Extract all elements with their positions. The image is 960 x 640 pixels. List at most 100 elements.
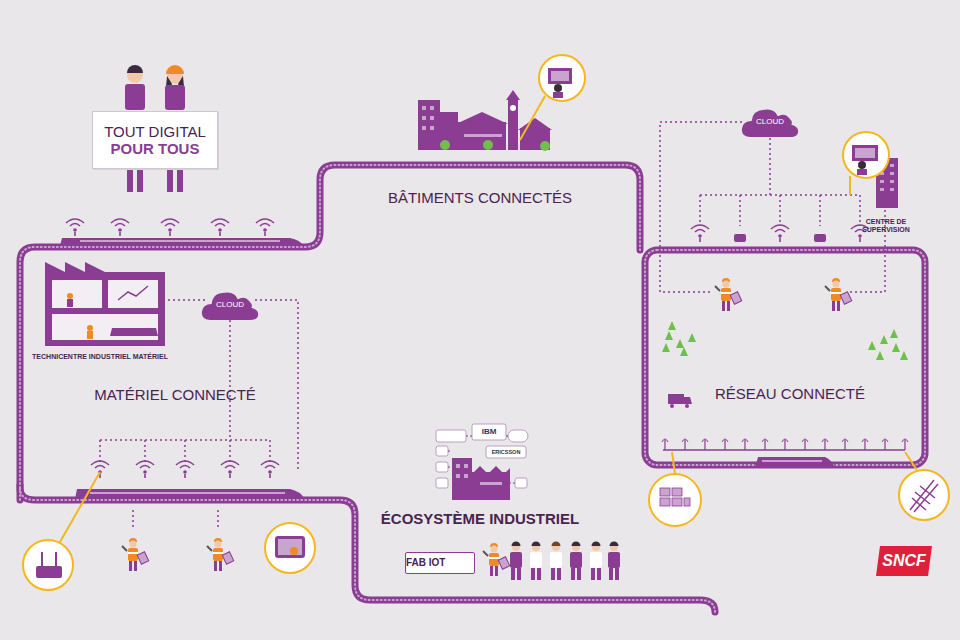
- drawn-shape: [778, 234, 782, 238]
- drawn-shape: [553, 92, 563, 98]
- trees: [662, 321, 908, 360]
- track-poles: [663, 449, 905, 451]
- drawn-shape: [218, 228, 222, 232]
- pole-signal: [722, 439, 728, 442]
- drawn-shape: [831, 292, 841, 294]
- drawn-shape: [222, 552, 233, 564]
- sensor-box: [734, 234, 746, 242]
- company-logo: IBM: [482, 427, 497, 436]
- drawn-shape: [87, 325, 93, 331]
- drawn-shape: [95, 466, 105, 469]
- track-pole: [804, 440, 805, 450]
- drawn-shape: [456, 474, 460, 478]
- person-figure: [570, 542, 582, 581]
- sncf-logo: [876, 546, 932, 576]
- drawn-shape: [491, 546, 498, 553]
- drawn-shape: [464, 474, 468, 478]
- drawn-shape: [727, 301, 730, 311]
- drawn-shape: [571, 568, 575, 580]
- pole-signal: [682, 439, 688, 442]
- drawn-shape: [722, 301, 725, 311]
- drawn-shape: [508, 430, 528, 442]
- drawn-shape: [670, 404, 674, 408]
- person-figure: [590, 542, 602, 581]
- building-label: TECHNICENTRE INDUSTRIEL MATÉRIEL: [32, 353, 168, 361]
- drawn-shape: [20, 165, 640, 500]
- pole-signal: [822, 439, 828, 442]
- track-pole: [764, 440, 765, 450]
- drawn-shape: [140, 466, 150, 469]
- drawn-shape: [486, 446, 526, 458]
- node-text: POUR TOUS: [111, 140, 200, 157]
- drawn-shape: [645, 250, 925, 465]
- drawn-shape: [255, 300, 298, 470]
- drawn-shape: [698, 234, 702, 238]
- drawn-shape: [67, 299, 73, 307]
- drawn-shape: [852, 145, 878, 161]
- track-pole: [744, 440, 745, 450]
- drawn-shape: [517, 568, 521, 580]
- drawn-shape: [436, 430, 466, 442]
- drawn-shape: [127, 65, 143, 73]
- track-pole: [844, 440, 845, 450]
- drawn-shape: [225, 466, 235, 469]
- drawn-shape: [448, 436, 515, 483]
- drawn-shape: [177, 168, 183, 192]
- drawn-shape: [660, 488, 690, 506]
- drawn-shape: [36, 566, 62, 578]
- drawn-shape: [456, 112, 508, 124]
- drawn-shape: [472, 424, 506, 440]
- antenna-symbol: [66, 219, 84, 236]
- drawn-shape: [168, 228, 172, 232]
- person-figure: [510, 542, 522, 581]
- drawn-shape: [825, 286, 830, 291]
- drawn-shape: [899, 470, 949, 520]
- drawn-shape: [422, 126, 426, 130]
- drawn-shape: [144, 474, 146, 478]
- drawn-shape: [880, 180, 884, 183]
- person-figure: [530, 542, 542, 581]
- drawn-shape: [229, 474, 231, 478]
- drawn-shape: [448, 436, 515, 483]
- track-pole: [664, 440, 665, 450]
- worker-figure: [825, 278, 852, 311]
- antenna-symbol: [91, 461, 109, 478]
- drawn-shape: [45, 262, 105, 272]
- pole-signal: [702, 439, 708, 442]
- drawn-shape: [183, 470, 187, 474]
- drawn-shape: [70, 224, 80, 227]
- drawn-shape: [498, 557, 509, 569]
- node-text: FAB IOT: [406, 557, 445, 569]
- drawn-shape: [134, 561, 137, 571]
- drawn-shape: [213, 552, 223, 554]
- drawn-shape: [52, 314, 158, 340]
- track-pole: [824, 440, 825, 450]
- drawn-shape: [483, 551, 488, 556]
- drawn-shape: [264, 232, 266, 236]
- drawn-shape: [91, 461, 109, 465]
- antenna-symbol: [136, 461, 154, 478]
- drawn-shape: [554, 84, 562, 92]
- cloud-shape: CLOUD: [201, 288, 259, 322]
- drawn-shape: [161, 219, 179, 223]
- drawn-shape: [119, 232, 121, 236]
- node-text: CLOUD: [756, 117, 784, 126]
- person-figure: [550, 542, 562, 581]
- drawn-shape: [832, 301, 835, 311]
- drawn-shape: [184, 474, 186, 478]
- drawn-shape: [910, 480, 938, 512]
- drawn-shape: [662, 321, 696, 356]
- drawn-shape: [668, 394, 684, 404]
- person-figure: [608, 542, 620, 581]
- drawn-shape: [572, 542, 581, 547]
- yellow-callouts: [23, 55, 949, 590]
- drawn-shape: [610, 542, 619, 547]
- drawn-shape: [436, 446, 448, 456]
- drawn-shape: [695, 230, 705, 233]
- drawn-shape: [540, 141, 550, 151]
- drawn-shape: [440, 140, 450, 150]
- drawn-shape: [464, 464, 468, 468]
- section-title: RÉSEAU CONNECTÉ: [715, 385, 865, 402]
